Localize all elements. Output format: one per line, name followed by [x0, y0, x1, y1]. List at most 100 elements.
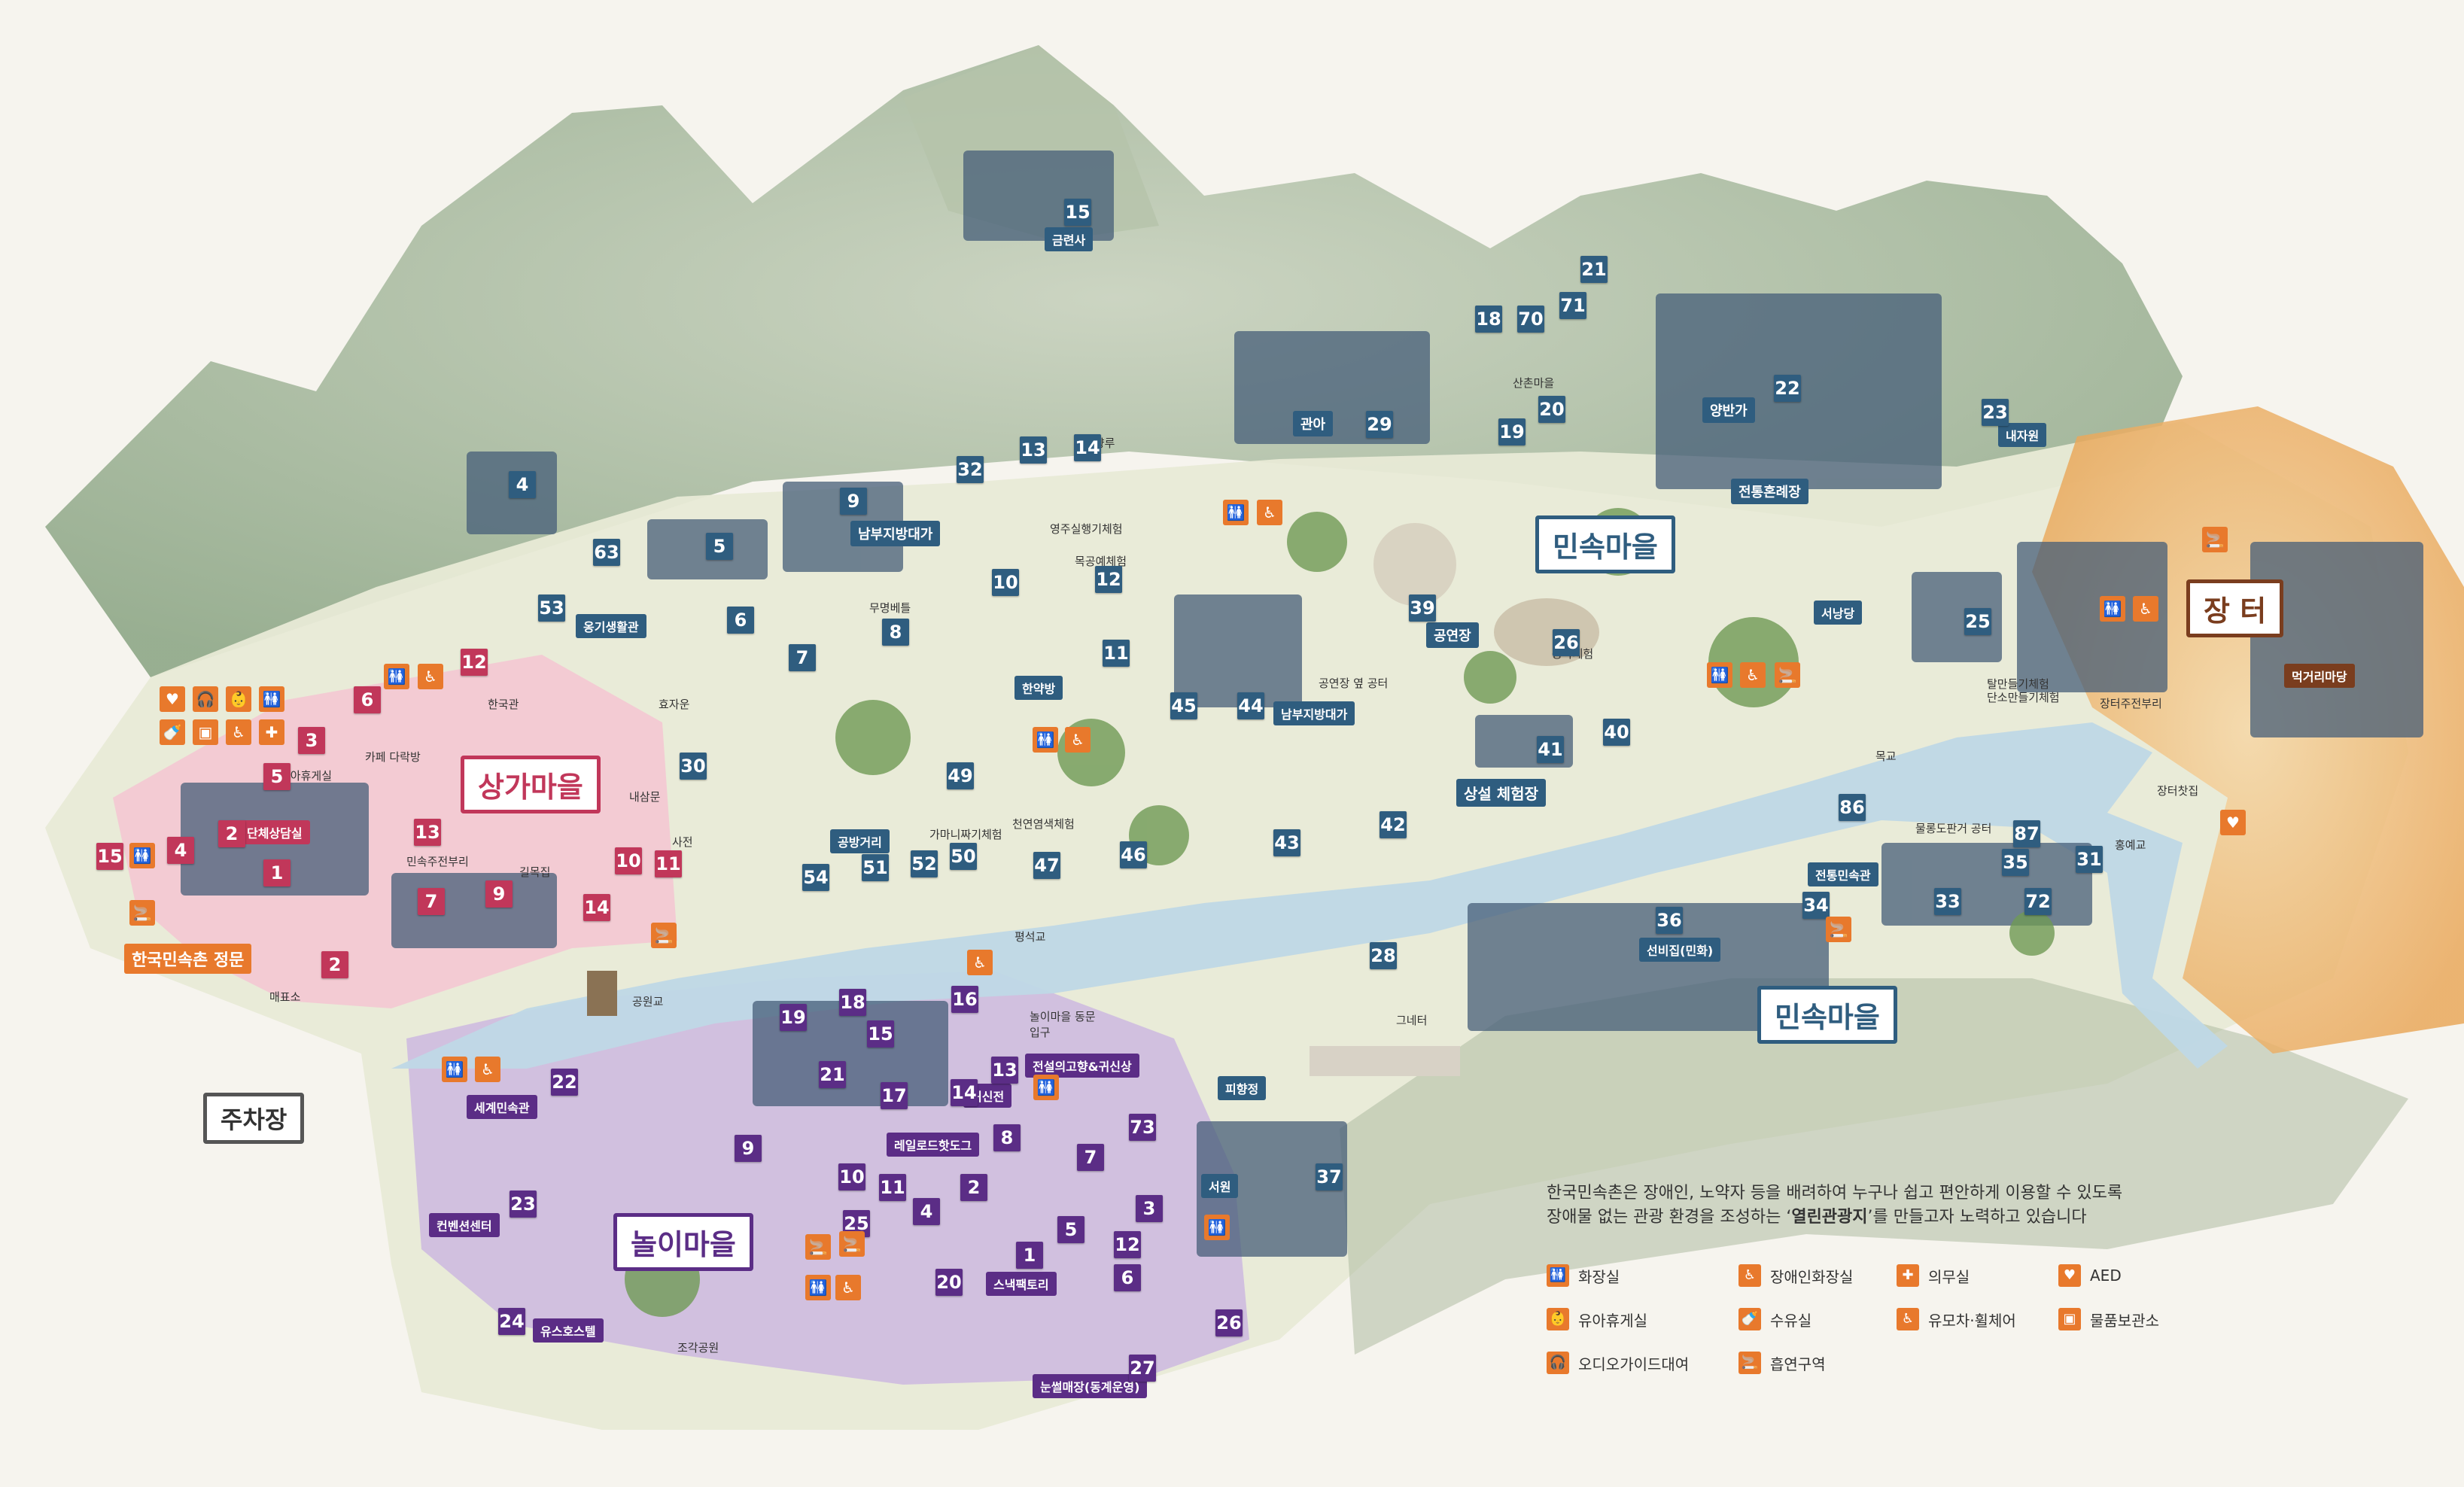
smoking-icon[interactable]: 🚬 [1775, 662, 1800, 688]
marker-purple-8[interactable]: 8 [993, 1124, 1021, 1151]
marker-blue-87[interactable]: 87 [2013, 820, 2040, 847]
tag-segye-minsokgwan[interactable]: 세계민속관 [467, 1095, 537, 1119]
smoking-icon[interactable]: 🚬 [2202, 527, 2228, 552]
marker-purple-24[interactable]: 24 [498, 1308, 525, 1335]
tag-pihyangjeong[interactable]: 피향정 [1218, 1076, 1267, 1100]
marker-blue-21[interactable]: 21 [1580, 256, 1608, 283]
marker-blue-36[interactable]: 36 [1656, 907, 1683, 934]
marker-purple-18[interactable]: 18 [839, 989, 866, 1016]
marker-purple-20[interactable]: 20 [935, 1269, 963, 1296]
zone-parking-title[interactable]: 주차장 [203, 1093, 305, 1144]
medical-icon[interactable]: ✚ [259, 719, 284, 745]
marker-blue-10[interactable]: 10 [992, 569, 1019, 596]
marker-blue-41[interactable]: 41 [1537, 736, 1564, 763]
marker-purple-23[interactable]: 23 [510, 1191, 537, 1218]
tag-seowon[interactable]: 서원 [1201, 1174, 1239, 1198]
marker-red-11[interactable]: 11 [655, 850, 682, 877]
tag-sangseol[interactable]: 상설 체험장 [1456, 779, 1546, 807]
accessible-restroom-icon[interactable]: ♿ [418, 664, 443, 689]
marker-purple-2[interactable]: 2 [960, 1174, 987, 1201]
tag-danche[interactable]: 단체상담실 [239, 820, 310, 844]
marker-purple-4[interactable]: 4 [913, 1198, 940, 1225]
marker-blue-34[interactable]: 34 [1802, 892, 1830, 919]
restroom-icon[interactable]: 🚻 [442, 1057, 467, 1082]
accessible-restroom-icon[interactable]: ♿ [967, 950, 993, 975]
smoking-icon[interactable]: 🚬 [839, 1231, 865, 1257]
marker-blue-13[interactable]: 13 [1020, 436, 1047, 464]
tag-sledding[interactable]: 눈썰매장(동계운영) [1033, 1374, 1148, 1398]
restroom-icon[interactable]: 🚻 [384, 664, 409, 689]
marker-red-7[interactable]: 7 [418, 888, 445, 915]
marker-purple-10[interactable]: 10 [838, 1163, 865, 1191]
marker-blue-15[interactable]: 15 [1064, 199, 1091, 226]
marker-blue-42[interactable]: 42 [1380, 811, 1407, 838]
marker-blue-46[interactable]: 46 [1120, 841, 1147, 868]
marker-blue-20[interactable]: 20 [1538, 396, 1565, 423]
accessible-restroom-icon[interactable]: ♿ [475, 1057, 500, 1082]
marker-blue-40[interactable]: 40 [1603, 719, 1630, 746]
marker-purple-73[interactable]: 73 [1129, 1114, 1156, 1141]
marker-red-15[interactable]: 15 [96, 843, 123, 870]
marker-blue-72[interactable]: 72 [2024, 888, 2052, 915]
accessible-restroom-icon[interactable]: ♿ [1740, 662, 1766, 688]
marker-blue-71[interactable]: 71 [1559, 292, 1586, 319]
marker-blue-30[interactable]: 30 [680, 753, 707, 780]
marker-red-13[interactable]: 13 [414, 819, 441, 846]
tag-geumnyeonsa[interactable]: 금련사 [1045, 227, 1094, 251]
main-gate-tag[interactable]: 한국민속촌 정문 [124, 944, 252, 974]
marker-purple-19[interactable]: 19 [780, 1004, 807, 1031]
marker-purple-21[interactable]: 21 [819, 1061, 846, 1088]
accessible-restroom-icon[interactable]: ♿ [1257, 500, 1282, 525]
tag-gwisinjeon[interactable]: 귀신전 [963, 1084, 1012, 1108]
marker-blue-49[interactable]: 49 [947, 762, 974, 789]
tag-namboo-jibang-2[interactable]: 남부지방대가 [1273, 701, 1355, 725]
marker-blue-7[interactable]: 7 [789, 644, 816, 671]
restroom-icon[interactable]: 🚻 [1223, 500, 1249, 525]
marker-red-4[interactable]: 4 [167, 837, 194, 864]
marker-blue-4[interactable]: 4 [509, 471, 536, 498]
marker-blue-22[interactable]: 22 [1774, 375, 1801, 402]
tag-yangban[interactable]: 양반가 [1702, 397, 1755, 423]
marker-blue-53[interactable]: 53 [538, 594, 565, 622]
marker-blue-18[interactable]: 18 [1475, 306, 1502, 333]
tag-seonbi[interactable]: 선비집(민화) [1639, 938, 1721, 962]
tag-youth-hostel[interactable]: 유스호스텔 [533, 1318, 604, 1343]
marker-red-6[interactable]: 6 [354, 686, 381, 713]
marker-blue-86[interactable]: 86 [1839, 794, 1866, 821]
restroom-icon[interactable]: 🚻 [2100, 596, 2125, 622]
marker-purple-14[interactable]: 14 [951, 1079, 978, 1106]
smoking-icon[interactable]: 🚬 [1826, 917, 1851, 942]
marker-blue-35[interactable]: 35 [2002, 849, 2029, 876]
tag-meokgeori[interactable]: 먹거리마당 [2284, 664, 2355, 688]
tag-hanyakbang[interactable]: 한약방 [1014, 676, 1063, 700]
tag-naejawon[interactable]: 내자원 [1998, 423, 2047, 447]
tag-jeontong-honrye[interactable]: 전통혼례장 [1731, 479, 1808, 504]
marker-blue-70[interactable]: 70 [1517, 306, 1544, 333]
marker-blue-50[interactable]: 50 [950, 843, 977, 870]
tag-railroad[interactable]: 레일로드핫도그 [887, 1133, 980, 1157]
marker-blue-23[interactable]: 23 [1982, 399, 2009, 426]
marker-red-1[interactable]: 1 [263, 859, 291, 886]
zone-nori-title[interactable]: 놀이마을 [613, 1213, 753, 1271]
tag-ongi[interactable]: 옹기생활관 [576, 614, 646, 638]
marker-blue-52[interactable]: 52 [911, 850, 938, 877]
locker-icon[interactable]: ▣ [193, 719, 218, 745]
marker-blue-31[interactable]: 31 [2076, 846, 2103, 873]
tag-gongbang[interactable]: 공방거리 [830, 829, 890, 853]
marker-purple-13[interactable]: 13 [991, 1057, 1018, 1084]
marker-purple-5[interactable]: 5 [1057, 1216, 1084, 1243]
marker-blue-5[interactable]: 5 [706, 533, 733, 560]
marker-blue-25[interactable]: 25 [1964, 608, 1991, 635]
marker-blue-29[interactable]: 29 [1366, 411, 1393, 438]
smoking-icon[interactable]: 🚬 [805, 1234, 831, 1260]
marker-blue-51[interactable]: 51 [862, 854, 889, 881]
marker-purple-27[interactable]: 27 [1129, 1355, 1156, 1382]
aed-icon[interactable]: ♥ [2220, 810, 2246, 835]
marker-purple-17[interactable]: 17 [881, 1082, 908, 1109]
marker-purple-7[interactable]: 7 [1077, 1144, 1104, 1171]
aed-icon[interactable]: ♥ [160, 686, 185, 712]
marker-red-10[interactable]: 10 [615, 847, 642, 874]
zone-minsok-bottom-title[interactable]: 민속마을 [1757, 986, 1897, 1044]
tag-namboo-jibang[interactable]: 남부지방대가 [850, 521, 941, 546]
zone-jangteo-title[interactable]: 장 터 [2186, 579, 2284, 637]
